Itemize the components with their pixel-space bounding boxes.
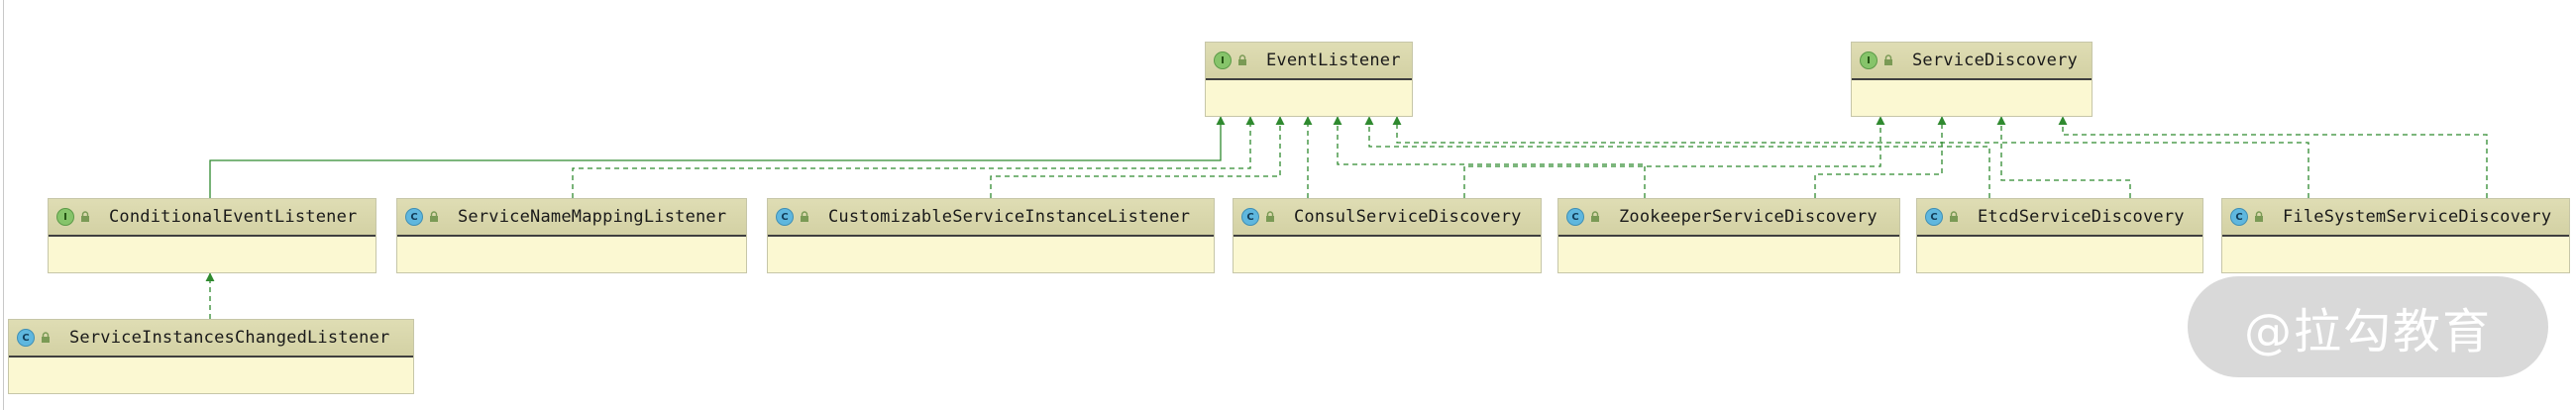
zookeeper-service-discovery-box[interactable]: C ZookeeperServiceDiscovery: [1557, 198, 1900, 273]
etcd-service-discovery-header: C EtcdServiceDiscovery: [1917, 199, 2202, 237]
service-discovery-name: ServiceDiscovery: [1912, 51, 2078, 70]
service-name-mapping-listener-box[interactable]: C ServiceNameMappingListener: [396, 198, 747, 273]
service-discovery-box[interactable]: I ServiceDiscovery: [1851, 42, 2093, 117]
edge-consul-service-discovery-to-service-discovery: [1463, 116, 1885, 198]
event-listener-name: EventListener: [1266, 51, 1401, 70]
service-name-mapping-listener-header: C ServiceNameMappingListener: [397, 199, 746, 237]
lock-icon: [2255, 211, 2263, 222]
file-system-service-discovery-name: FileSystemServiceDiscovery: [2283, 207, 2552, 227]
edge-zookeeper-service-discovery-to-event-listener: [1333, 116, 1646, 198]
file-system-service-discovery-header: C FileSystemServiceDiscovery: [2222, 199, 2569, 237]
customizable-service-instance-listener-name: CustomizableServiceInstanceListener: [828, 207, 1191, 227]
interface-icon: I: [56, 208, 74, 226]
event-listener-box[interactable]: I EventListener: [1205, 42, 1413, 117]
file-system-service-discovery-box[interactable]: C FileSystemServiceDiscovery: [2221, 198, 2570, 273]
customizable-service-instance-listener-header: C CustomizableServiceInstanceListener: [768, 199, 1214, 237]
edge-customizable-service-instance-listener-to-event-listener: [990, 116, 1285, 198]
zookeeper-service-discovery-name: ZookeeperServiceDiscovery: [1619, 207, 1878, 227]
conditional-event-listener-box[interactable]: I ConditionalEventListener: [48, 198, 376, 273]
edge-conditional-event-listener-to-event-listener: [209, 116, 1226, 198]
edge-file-system-service-discovery-to-event-listener: [1392, 116, 2309, 198]
conditional-event-listener-name: ConditionalEventListener: [109, 207, 358, 227]
lock-icon: [1266, 211, 1274, 222]
service-instances-changed-listener-header: C ServiceInstancesChangedListener: [9, 320, 413, 358]
lock-icon: [1591, 211, 1599, 222]
watermark: @拉勾教育: [2188, 276, 2548, 377]
consul-service-discovery-name: ConsulServiceDiscovery: [1294, 207, 1522, 227]
class-icon: C: [776, 208, 794, 226]
interface-icon: I: [1860, 51, 1878, 69]
consul-service-discovery-header: C ConsulServiceDiscovery: [1234, 199, 1541, 237]
class-icon: C: [1566, 208, 1584, 226]
edge-file-system-service-discovery-to-service-discovery: [2058, 116, 2488, 198]
lock-icon: [430, 211, 438, 222]
etcd-service-discovery-name: EtcdServiceDiscovery: [1978, 207, 2185, 227]
edge-service-name-mapping-listener-to-event-listener: [572, 116, 1255, 198]
conditional-event-listener-header: I ConditionalEventListener: [49, 199, 376, 237]
class-icon: C: [17, 329, 35, 347]
service-instances-changed-listener-name: ServiceInstancesChangedListener: [69, 328, 390, 348]
interface-icon: I: [1214, 51, 1232, 69]
etcd-service-discovery-box[interactable]: C EtcdServiceDiscovery: [1916, 198, 2203, 273]
lock-icon: [1950, 211, 1958, 222]
class-icon: C: [405, 208, 423, 226]
class-icon: C: [2230, 208, 2248, 226]
watermark-text: @拉勾教育: [2243, 304, 2492, 359]
edge-zookeeper-service-discovery-to-service-discovery: [1814, 116, 1947, 198]
edge-etcd-service-discovery-to-service-discovery: [1996, 116, 2131, 198]
lock-icon: [1884, 54, 1892, 65]
lock-icon: [801, 211, 808, 222]
service-instances-changed-listener-box[interactable]: C ServiceInstancesChangedListener: [8, 319, 414, 394]
class-icon: C: [1241, 208, 1259, 226]
lock-icon: [81, 211, 89, 222]
edge-etcd-service-discovery-to-event-listener: [1364, 116, 1990, 198]
lock-icon: [1238, 54, 1246, 65]
service-name-mapping-listener-name: ServiceNameMappingListener: [458, 207, 727, 227]
class-icon: C: [1925, 208, 1943, 226]
left-border-line: [3, 0, 4, 410]
zookeeper-service-discovery-header: C ZookeeperServiceDiscovery: [1558, 199, 1899, 237]
customizable-service-instance-listener-box[interactable]: C CustomizableServiceInstanceListener: [767, 198, 1215, 273]
consul-service-discovery-box[interactable]: C ConsulServiceDiscovery: [1233, 198, 1542, 273]
service-discovery-header: I ServiceDiscovery: [1852, 43, 2092, 80]
lock-icon: [42, 332, 50, 343]
event-listener-header: I EventListener: [1206, 43, 1412, 80]
